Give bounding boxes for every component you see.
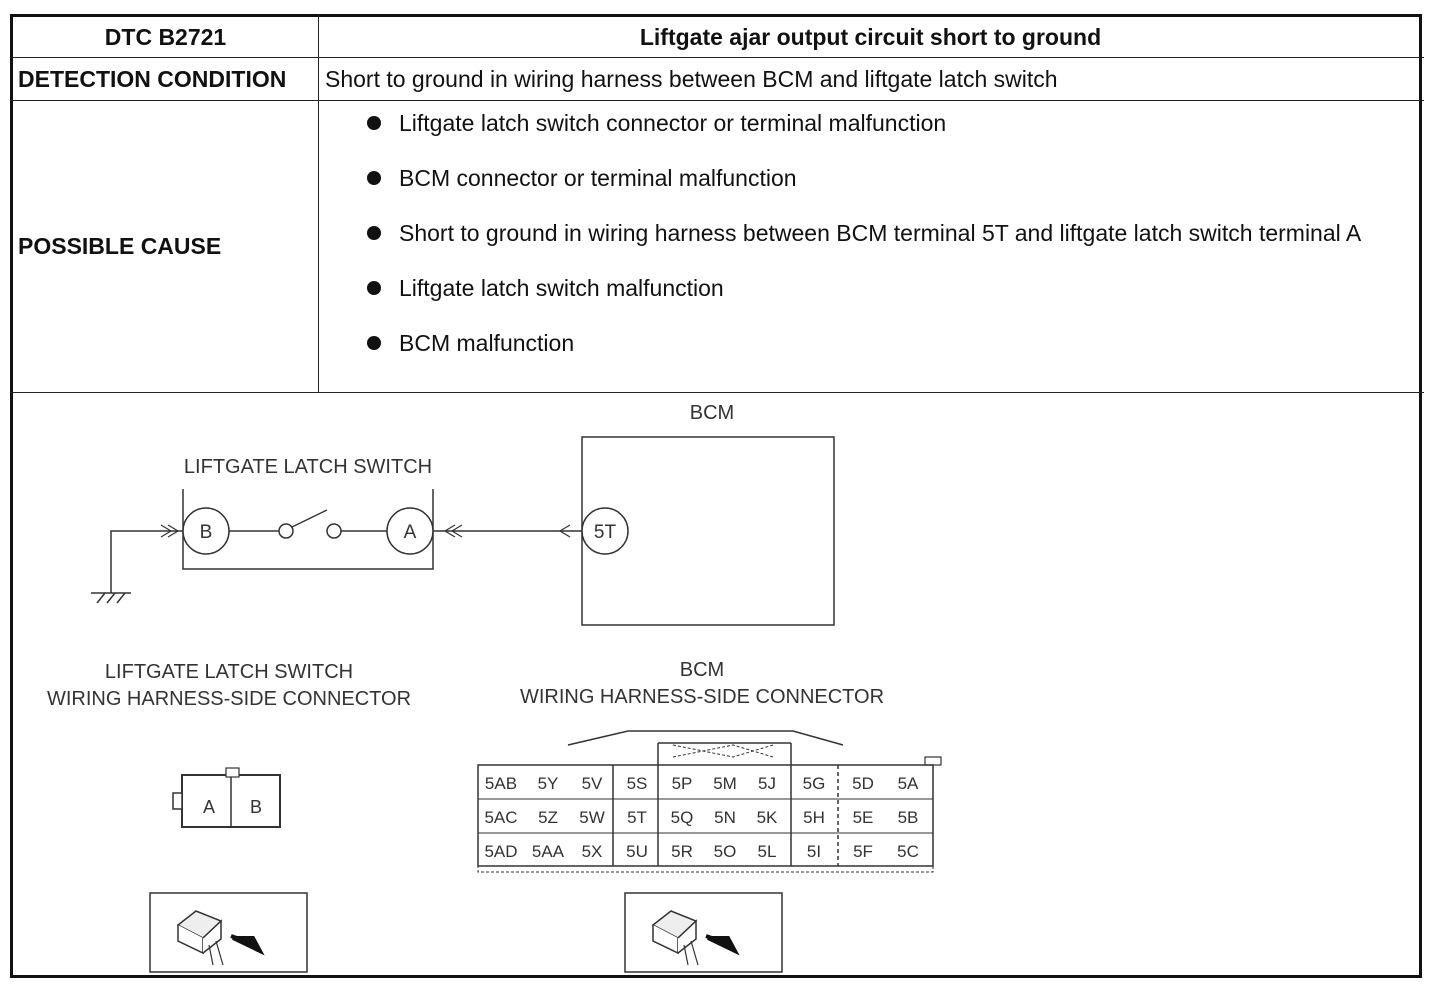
svg-text:5H: 5H (803, 808, 825, 827)
detection-condition-label: DETECTION CONDITION (18, 65, 287, 92)
bullet-icon (367, 336, 381, 350)
svg-text:5K: 5K (757, 808, 778, 827)
svg-text:5P: 5P (672, 774, 693, 793)
svg-text:5C: 5C (897, 842, 919, 861)
connector-view-icon (149, 892, 308, 973)
row-divider (10, 57, 1424, 58)
svg-text:5Z: 5Z (538, 808, 558, 827)
svg-text:5L: 5L (758, 842, 777, 861)
switch-connector-subtitle: WIRING HARNESS-SIDE CONNECTOR (47, 688, 411, 710)
list-item: Liftgate latch switch connector or termi… (366, 108, 1406, 138)
connector-view-icon (624, 892, 783, 973)
svg-text:5F: 5F (853, 842, 873, 861)
switch-contact-icon (278, 523, 294, 539)
switch-connector-title: LIFTGATE LATCH SWITCH (105, 661, 353, 683)
svg-text:5N: 5N (714, 808, 736, 827)
svg-text:5E: 5E (853, 808, 874, 827)
svg-text:5Q: 5Q (671, 808, 694, 827)
svg-text:5U: 5U (626, 842, 648, 861)
wiring-diagram: BCM LIFTGATE LATCH SWITCH B A 5T LIFTGAT… (47, 402, 942, 973)
bcm-title: BCM (690, 402, 734, 424)
svg-text:5X: 5X (582, 842, 603, 861)
ground-icon (91, 592, 131, 604)
svg-text:5V: 5V (582, 774, 603, 793)
svg-text:5S: 5S (627, 774, 648, 793)
switch-connector (172, 767, 281, 828)
list-item: Liftgate latch switch malfunction (366, 273, 1406, 303)
list-item: Short to ground in wiring harness betwee… (366, 218, 1406, 248)
switch-pin-b: B (250, 797, 262, 817)
bullet-icon (367, 226, 381, 240)
terminal-b-label: B (200, 522, 213, 543)
table-frame (10, 14, 1422, 978)
connector-arrow-icon (443, 524, 463, 538)
svg-text:5R: 5R (671, 842, 693, 861)
svg-text:5G: 5G (803, 774, 826, 793)
svg-text:5T: 5T (627, 808, 647, 827)
svg-text:5W: 5W (579, 808, 605, 827)
bullet-icon (367, 116, 381, 130)
switch-contact-icon (326, 523, 342, 539)
dtc-code-label: DTC B2721 (104, 23, 227, 50)
svg-text:5AA: 5AA (532, 842, 565, 861)
row-divider (10, 392, 1424, 393)
list-item: BCM malfunction (366, 328, 1406, 358)
svg-text:5AB: 5AB (485, 774, 517, 793)
svg-text:5Y: 5Y (538, 774, 559, 793)
terminal-5t-label: 5T (594, 522, 617, 543)
svg-text:5AD: 5AD (484, 842, 517, 861)
connector-arrow-icon (558, 524, 571, 538)
svg-text:5B: 5B (898, 808, 919, 827)
column-divider (318, 14, 319, 393)
svg-text:5I: 5I (807, 842, 821, 861)
switch-lever-icon (291, 509, 328, 528)
terminal-a-label: A (404, 522, 417, 543)
svg-text:5AC: 5AC (484, 808, 517, 827)
bullet-icon (367, 171, 381, 185)
svg-text:5M: 5M (713, 774, 737, 793)
svg-text:5J: 5J (758, 774, 776, 793)
terminal-5t (581, 507, 629, 555)
bcm-connector-pins: 5AB 5Y 5V 5S 5P 5M 5J 5G 5D 5A 5AC 5Z 5W… (484, 774, 919, 861)
possible-cause-label: POSSIBLE CAUSE (18, 233, 222, 259)
bcm-connector (477, 730, 942, 873)
dtc-title: Liftgate ajar output circuit short to gr… (639, 23, 1102, 50)
list-item: BCM connector or terminal malfunction (366, 163, 1406, 193)
connector-arrow-icon (160, 524, 180, 538)
switch-pin-a: A (203, 797, 215, 817)
ground-wire (110, 530, 183, 593)
detection-condition-value: Short to ground in wiring harness betwee… (325, 65, 1058, 92)
bcm-connector-title: BCM (680, 659, 724, 681)
svg-text:5A: 5A (898, 774, 919, 793)
bullet-icon (367, 281, 381, 295)
svg-text:5D: 5D (852, 774, 874, 793)
svg-text:5O: 5O (714, 842, 737, 861)
possible-cause-list: Liftgate latch switch connector or termi… (366, 108, 1406, 383)
row-divider (10, 100, 1424, 101)
switch-title: LIFTGATE LATCH SWITCH (184, 456, 432, 478)
bcm-connector-subtitle: WIRING HARNESS-SIDE CONNECTOR (520, 686, 884, 708)
